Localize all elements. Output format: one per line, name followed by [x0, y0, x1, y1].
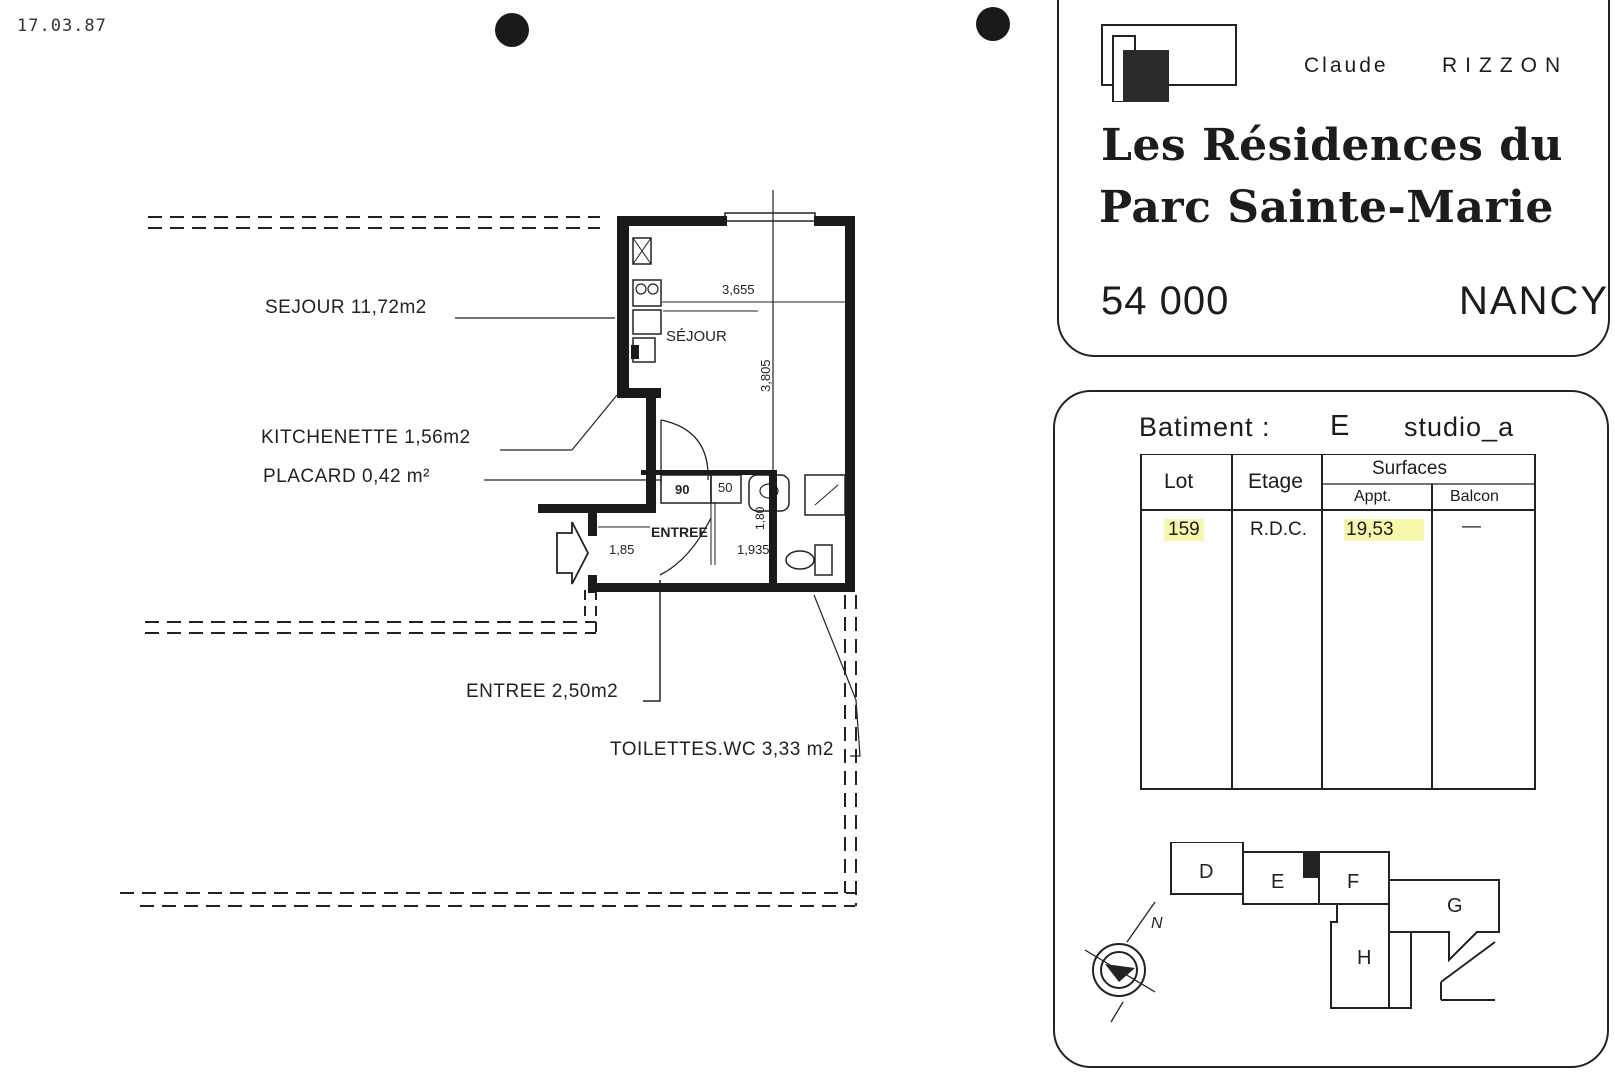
punch-hole-left — [495, 13, 529, 47]
architect-logo — [1101, 24, 1237, 102]
placard-area-label: PLACARD 0,42 m² — [263, 466, 430, 487]
dim-bath-width: 1,935 — [737, 542, 770, 557]
unit-info-block: Batiment : E studio_a Lot Etage Surfaces… — [1053, 390, 1609, 1068]
batiment-value: E — [1330, 410, 1350, 442]
project-title-line2: Parc Sainte-Marie — [1099, 182, 1554, 233]
sejour-area-label: SEJOUR 11,72m2 — [265, 297, 427, 318]
cell-balcon: — — [1462, 516, 1481, 537]
dim-sejour-depth: 3,805 — [758, 359, 773, 392]
title-block: Claude RIZZON Les Résidences du Parc Sai… — [1057, 0, 1610, 357]
date-stamp: 17.03.87 — [17, 16, 107, 36]
architect-last-name: RIZZON — [1442, 54, 1569, 77]
cell-lot: 159 — [1164, 519, 1204, 541]
dim-placard-width: 90 — [675, 482, 690, 497]
table-header-appt: Appt. — [1354, 488, 1392, 505]
floor-plan — [120, 190, 861, 907]
dim-sejour-width: 3,655 — [722, 282, 755, 297]
toilettes-area-label: TOILETTES.WC 3,33 m2 — [610, 739, 834, 760]
unit-type: studio_a — [1404, 412, 1515, 442]
project-title-line1: Les Résidences du — [1101, 120, 1563, 171]
north-indicator: N — [1151, 915, 1163, 932]
table-header-balcon: Balcon — [1450, 488, 1499, 505]
cell-etage: R.D.C. — [1250, 519, 1307, 540]
table-grid — [1142, 454, 1534, 788]
architect-first-name: Claude — [1304, 54, 1389, 77]
cell-appt: 19,53 — [1344, 519, 1424, 541]
punch-hole-right — [976, 7, 1010, 41]
room-label-entree: ENTREE — [651, 524, 708, 540]
table-header-etage: Etage — [1248, 470, 1303, 493]
site-map: D E F G H N — [1084, 842, 1500, 1023]
dim-closet-width: 50 — [718, 480, 733, 495]
map-building-h: H — [1357, 947, 1371, 969]
postal-code: 54 000 — [1101, 279, 1230, 323]
surfaces-table: Lot Etage Surfaces Appt. Balcon 159 R.D.… — [1140, 454, 1536, 790]
map-building-d: D — [1199, 861, 1213, 883]
city: NANCY — [1459, 279, 1610, 323]
dim-bath-depth: 1,80 — [753, 506, 767, 530]
map-building-f: F — [1347, 871, 1359, 893]
batiment-label: Batiment : — [1139, 412, 1271, 442]
entree-area-label: ENTREE 2,50m2 — [466, 681, 619, 702]
map-building-e: E — [1271, 871, 1284, 893]
room-label-sejour: SÉJOUR — [666, 328, 727, 345]
kitchenette-area-label: KITCHENETTE 1,56m2 — [261, 427, 471, 448]
map-building-g: G — [1447, 895, 1463, 917]
table-header-lot: Lot — [1164, 470, 1194, 493]
table-header-surfaces: Surfaces — [1372, 458, 1447, 479]
dim-entry-width: 1,85 — [609, 542, 635, 557]
